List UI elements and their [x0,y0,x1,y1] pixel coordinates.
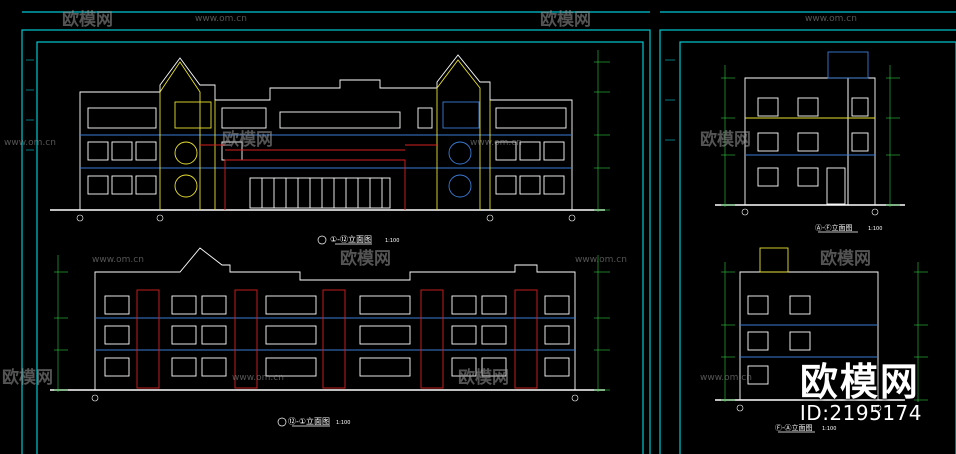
side-elevation-2-title-block: Ⓕ-Ⓐ立面图 1:100 [775,423,836,433]
watermark-url-4: www.om.cn [470,138,522,148]
side-elevation-1-scale: 1:100 [868,226,882,232]
watermark-logo-2: 欧模网 [540,9,591,30]
watermark-logo-7: 欧模网 [2,367,53,388]
watermark-logo-8: 欧模网 [458,367,509,388]
front-elevation-title-block: ①-⑫立面图 1:100 [317,234,399,245]
rear-elevation-scale: 1:100 [336,420,350,426]
watermark-logo-3: 欧模网 [222,129,273,150]
watermark-url-7: www.om.cn [232,373,284,383]
brand-id: ID:2195174 [799,401,922,425]
watermarks: 欧模网 www.om.cn 欧模网 www.om.cn www.om.cn 欧模… [2,9,871,388]
watermark-top-right: 欧模网 www.om.cn [540,9,857,30]
watermark-bottom-row: 欧模网 www.om.cn 欧模网 www.om.cn [2,367,752,388]
watermark-logo-5: 欧模网 [340,248,391,269]
watermark-mid-row: www.om.cn 欧模网 www.om.cn 欧模网 [4,129,751,150]
watermark-logo-4: 欧模网 [700,129,751,150]
front-elevation [50,50,610,222]
frame-margin-marks [26,59,675,151]
side-elevation-1-title-block: Ⓐ-Ⓕ立面图 1:100 [815,223,882,233]
front-elevation-title: ①-⑫立面图 [330,234,372,244]
watermark-url-8: www.om.cn [700,373,752,383]
side-elevation-2-title: Ⓕ-Ⓐ立面图 [775,423,813,432]
watermark-center-row: www.om.cn 欧模网 www.om.cn 欧模网 [92,248,871,269]
brand-watermark: 欧模网 ID:2195174 [800,362,922,424]
watermark-url-3: www.om.cn [4,138,56,148]
side-elevation-2 [715,247,928,412]
rear-elevation-title-block: ⑫-①立面图 1:100 [277,416,350,427]
watermark-url-2: www.om.cn [805,14,857,24]
watermark-url-5: www.om.cn [92,255,144,265]
watermark-url-6: www.om.cn [575,255,627,265]
rear-elevation-title: ⑫-①立面图 [288,416,330,426]
brand-name: 欧模网 [799,360,920,404]
watermark-url-1: www.om.cn [195,14,247,24]
sheet-frames [21,11,956,454]
side-elevation-2-scale: 1:100 [822,426,836,432]
side-elevation-1-title: Ⓐ-Ⓕ立面图 [815,223,853,232]
watermark-logo-6: 欧模网 [820,248,871,269]
rear-elevation [50,247,610,402]
side-elevation-1 [715,51,905,216]
watermark-top-left: 欧模网 www.om.cn [62,9,247,30]
watermark-logo-1: 欧模网 [62,9,113,30]
front-elevation-scale: 1:100 [385,238,399,244]
